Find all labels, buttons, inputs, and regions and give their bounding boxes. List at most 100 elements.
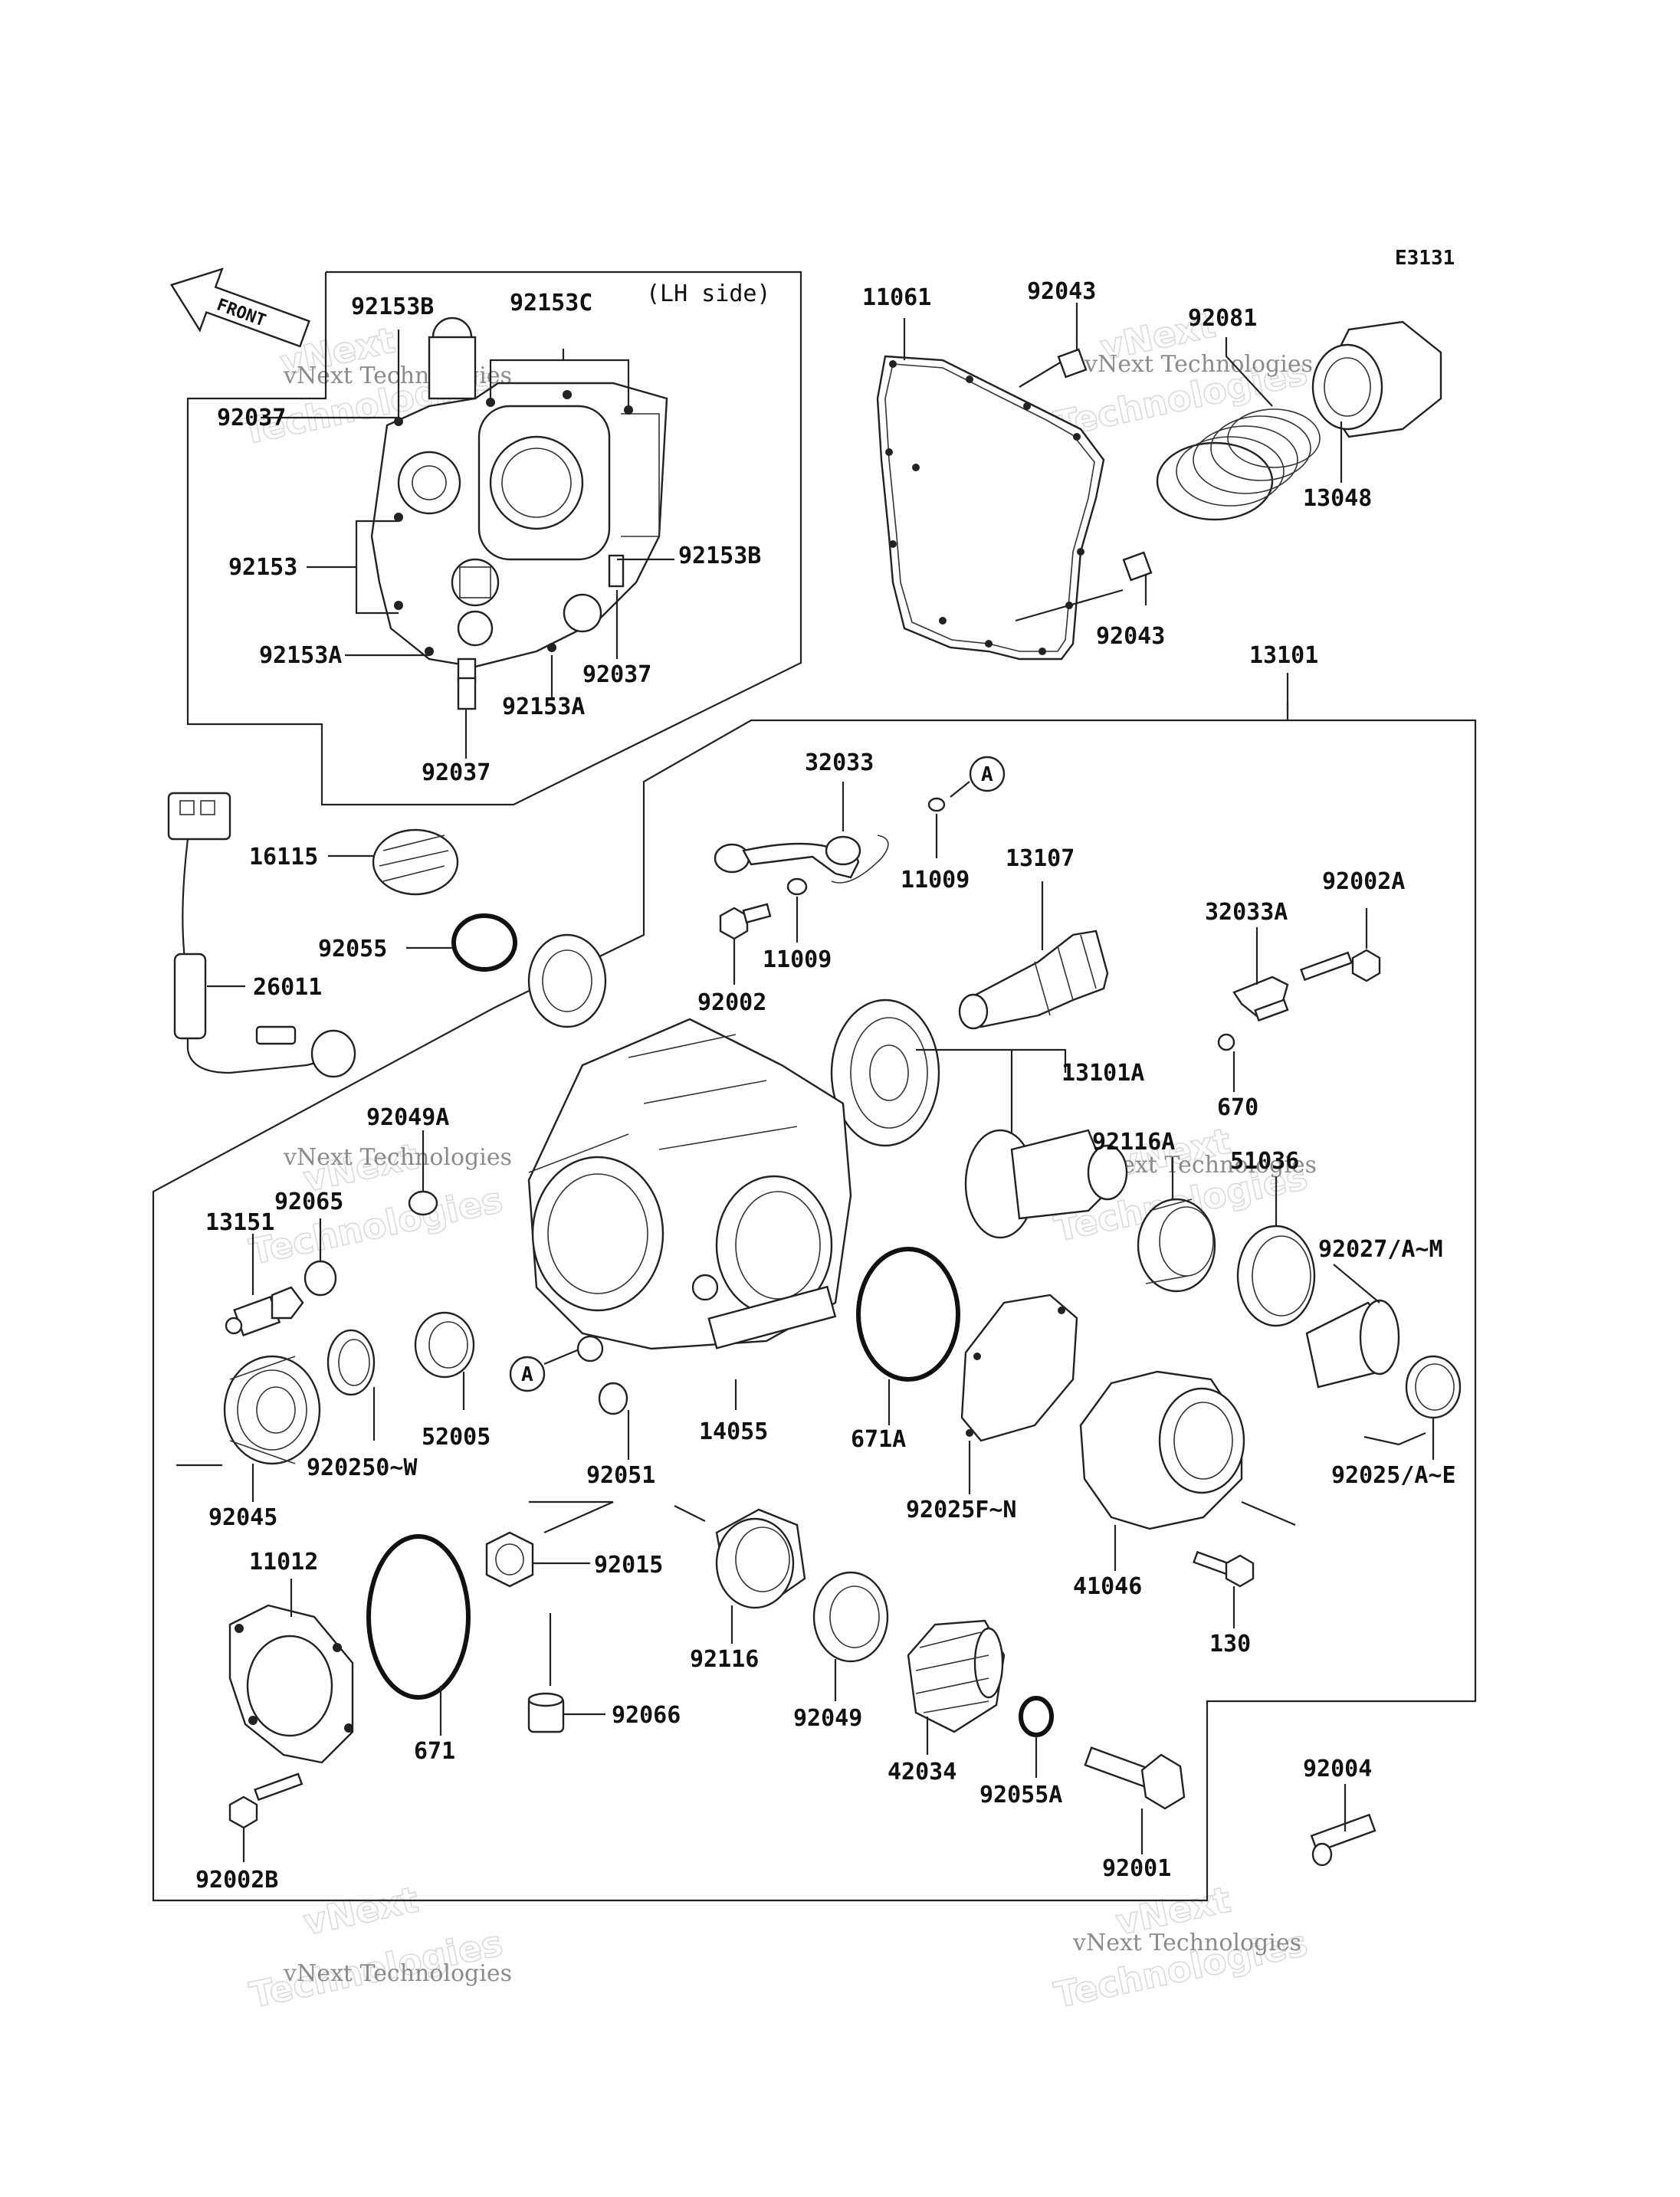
dowel-pin-92043-top — [1057, 348, 1088, 379]
part-label: 32033 — [805, 749, 874, 776]
part-label: 32033A — [1205, 899, 1288, 926]
nut-92015-drawing — [485, 1531, 534, 1588]
part-label: 11012 — [249, 1549, 318, 1576]
part-label: 92037 — [422, 759, 491, 786]
part-label: 92153A — [259, 642, 342, 669]
shaft-13107-drawing — [958, 930, 1109, 1030]
stud-92004-drawing — [1310, 1813, 1376, 1867]
part-label: 26011 — [253, 974, 322, 1001]
shim-920250-drawing — [326, 1329, 376, 1396]
cover-11012-drawing — [228, 1604, 354, 1764]
bolt-92002A-drawing — [1300, 949, 1381, 982]
part-label: 92051 — [586, 1462, 655, 1489]
inset-leaders — [261, 330, 674, 759]
part-label: 92055A — [979, 1782, 1062, 1808]
part-label: 92037 — [217, 405, 286, 431]
oring-671A — [856, 1247, 960, 1382]
leader-92025AE-b — [1363, 1431, 1426, 1446]
spring-92081-drawing — [1156, 408, 1321, 521]
part-label: 92081 — [1188, 305, 1257, 332]
crankcase-cover-drawing — [370, 316, 668, 710]
case-41046-drawing — [1079, 1370, 1245, 1530]
washer-11009-bottom — [786, 877, 808, 896]
main-assembly-frame — [152, 701, 1477, 1902]
sensor-26011-drawing — [167, 792, 356, 1078]
part-label: 11009 — [763, 946, 832, 973]
watermark-text: vNext Technologies — [1084, 351, 1313, 378]
part-label: 671A — [851, 1426, 906, 1453]
part-label: 41046 — [1073, 1573, 1142, 1600]
collar-92027-drawing — [1305, 1299, 1400, 1389]
oring-92055A — [1019, 1696, 1054, 1737]
part-label: 92153B — [351, 293, 434, 320]
part-label: 92049A — [366, 1104, 449, 1131]
bushing-52005-drawing — [414, 1311, 475, 1379]
part-label: 13101 — [1249, 642, 1318, 669]
part-label: 92066 — [612, 1702, 681, 1729]
part-label: 92043 — [1096, 623, 1165, 650]
housing-14055-drawing — [527, 933, 852, 1362]
part-label: 92015 — [594, 1552, 663, 1579]
part-label: 920250~W — [307, 1454, 418, 1481]
washer-92051 — [598, 1382, 628, 1415]
gear-42034-drawing — [907, 1619, 1006, 1733]
watermark-text: vNext Technologies — [1072, 1930, 1301, 1956]
gasket-92025F-drawing — [960, 1294, 1078, 1442]
part-label: 92065 — [274, 1189, 343, 1215]
leader-92116-b — [674, 1505, 706, 1522]
gasket-11061-drawing — [876, 355, 1105, 661]
part-label: 13107 — [1006, 845, 1075, 872]
bearing-92045-drawing — [223, 1355, 321, 1465]
part-label: 13101A — [1061, 1060, 1144, 1087]
part-label: 92116 — [690, 1646, 759, 1673]
leader-92015-b — [529, 1500, 614, 1534]
part-label: 92037 — [582, 661, 651, 688]
oring-92055 — [451, 913, 517, 972]
leader-92027 — [1333, 1264, 1380, 1303]
part-label: 92116A — [1092, 1129, 1175, 1156]
part-label: 92055 — [318, 936, 387, 962]
part-label: 92001 — [1102, 1855, 1171, 1882]
part-label: 92002A — [1322, 868, 1405, 895]
bearing-92116-drawing — [715, 1508, 806, 1609]
bracket-32033A-drawing — [1232, 976, 1289, 1022]
part-label: 13151 — [205, 1209, 274, 1236]
watermark-text: vNext — [300, 1878, 422, 1943]
part-label: 92025/A~E — [1331, 1462, 1456, 1489]
bolt-92002B-drawing — [228, 1772, 304, 1829]
part-label: 92153C — [510, 290, 592, 316]
part-label: 92027/A~M — [1318, 1236, 1443, 1263]
ref-mark-a-label: A — [981, 763, 993, 786]
washer-92065 — [304, 1260, 337, 1297]
bearing-92116A-drawing — [1137, 1198, 1216, 1293]
part-label: 92002B — [195, 1867, 278, 1894]
gear-13101A-drawing — [830, 998, 1128, 1239]
oring-671 — [366, 1534, 471, 1700]
leader-92043-b2 — [1015, 589, 1124, 622]
leader-41046-b — [1241, 1500, 1296, 1526]
seal-92049A — [408, 1190, 438, 1216]
ref-mark-a-label: A — [521, 1363, 533, 1386]
part-label: 42034 — [888, 1759, 956, 1785]
part-label: 92004 — [1303, 1756, 1372, 1782]
part-label: 92153 — [228, 554, 297, 581]
switch-13151-drawing — [225, 1286, 304, 1337]
part-label: 92153A — [502, 694, 585, 720]
part-label: 671 — [414, 1738, 455, 1765]
leader-92081 — [1225, 337, 1273, 407]
part-label: 92025F~N — [906, 1497, 1017, 1523]
bolt-130-drawing — [1193, 1550, 1255, 1588]
part-label: 92002 — [697, 989, 766, 1016]
lh-side-inset-frame — [186, 271, 802, 806]
part-label: 92153B — [678, 543, 761, 569]
seal-51036-drawing — [1236, 1225, 1316, 1327]
bolt-92001-drawing — [1084, 1746, 1186, 1810]
leader-13101A-b — [1012, 1048, 1067, 1073]
part-label: 16115 — [249, 844, 318, 871]
leader-ref-a — [950, 781, 970, 798]
part-label: 13048 — [1303, 485, 1372, 512]
part-label: 92043 — [1027, 278, 1096, 305]
seal-92049-drawing — [812, 1571, 889, 1663]
part-label: 670 — [1217, 1094, 1258, 1121]
